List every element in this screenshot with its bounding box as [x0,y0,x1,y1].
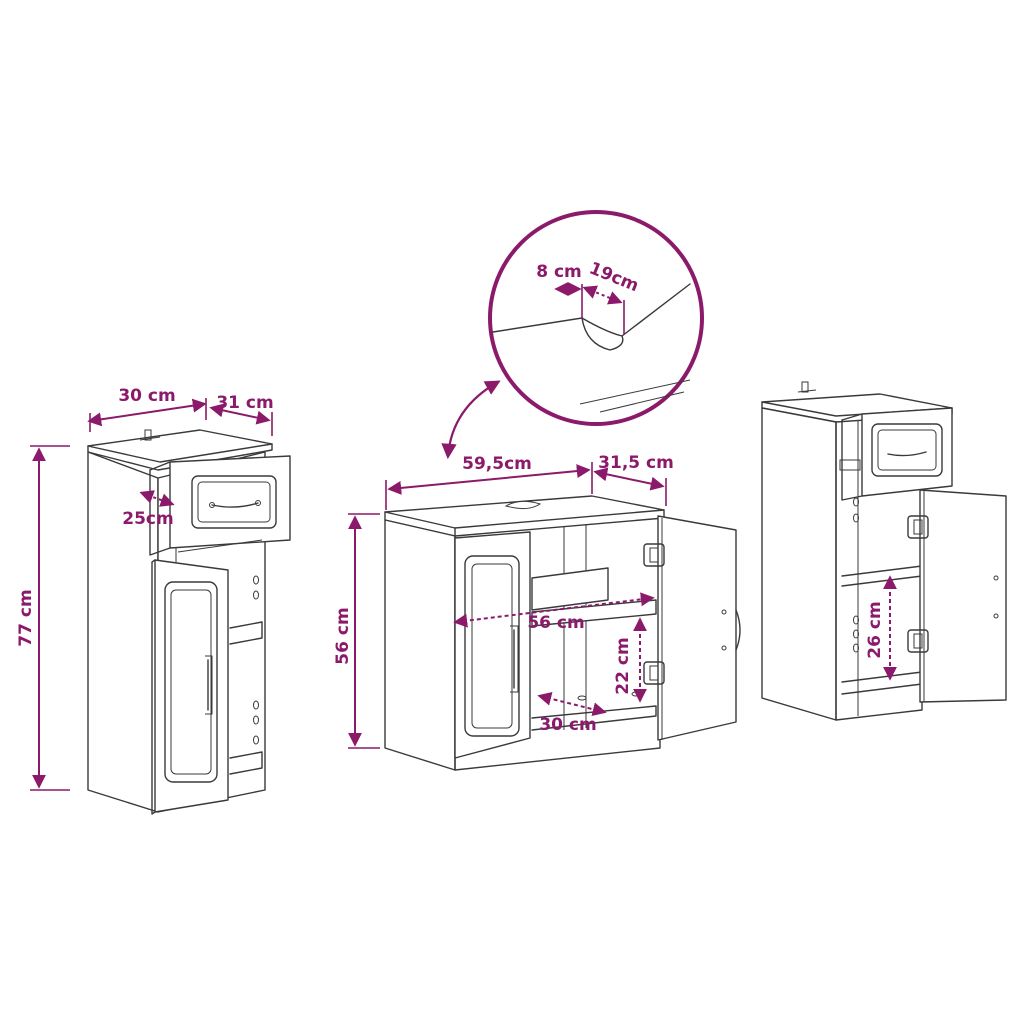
sink-inner-width-label: 56 cm [527,613,584,633]
left-depth-label: 31 cm [216,393,273,413]
left-drawer-depth-dimension: 25cm [122,490,175,529]
detail-pointer-arrow [441,380,501,460]
sink-shelf-height-dimension: 22 cm [613,617,647,703]
left-depth-dimension: 31 cm [209,393,274,436]
sink-shelf-height-label: 22 cm [613,637,633,694]
sink-shelf-depth-label: 30 cm [539,715,596,735]
left-width-dimension: 30 cm [87,386,207,432]
sink-width-label: 59,5cm [462,454,532,474]
right-shelf-height-label: 26 cm [865,601,885,658]
right-cabinet [761,381,1007,721]
left-height-label: 77 cm [16,589,36,646]
left-width-label: 30 cm [118,386,175,406]
left-drawer-depth-label: 25cm [122,509,173,529]
sink-shelf-depth-dimension: 30 cm [537,691,607,735]
sink-depth-label: 31,5 cm [598,453,674,473]
sink-depth-dimension: 31,5 cm [593,453,674,506]
left-height-dimension: 77 cm [16,445,70,791]
door-handle-icon [205,655,213,715]
sink-inner-width-dimension: 56 cm [453,592,655,633]
right-shelf-height-dimension: 26 cm [865,575,897,681]
sink-height-label: 56 cm [333,607,353,664]
left-cabinet [87,429,291,815]
cutout-detail: 8 cm 19cm [441,210,704,460]
sink-height-dimension: 56 cm [333,513,380,749]
cutout-depth-label: 8 cm [536,262,582,282]
drawer-handle-icon [209,500,261,508]
